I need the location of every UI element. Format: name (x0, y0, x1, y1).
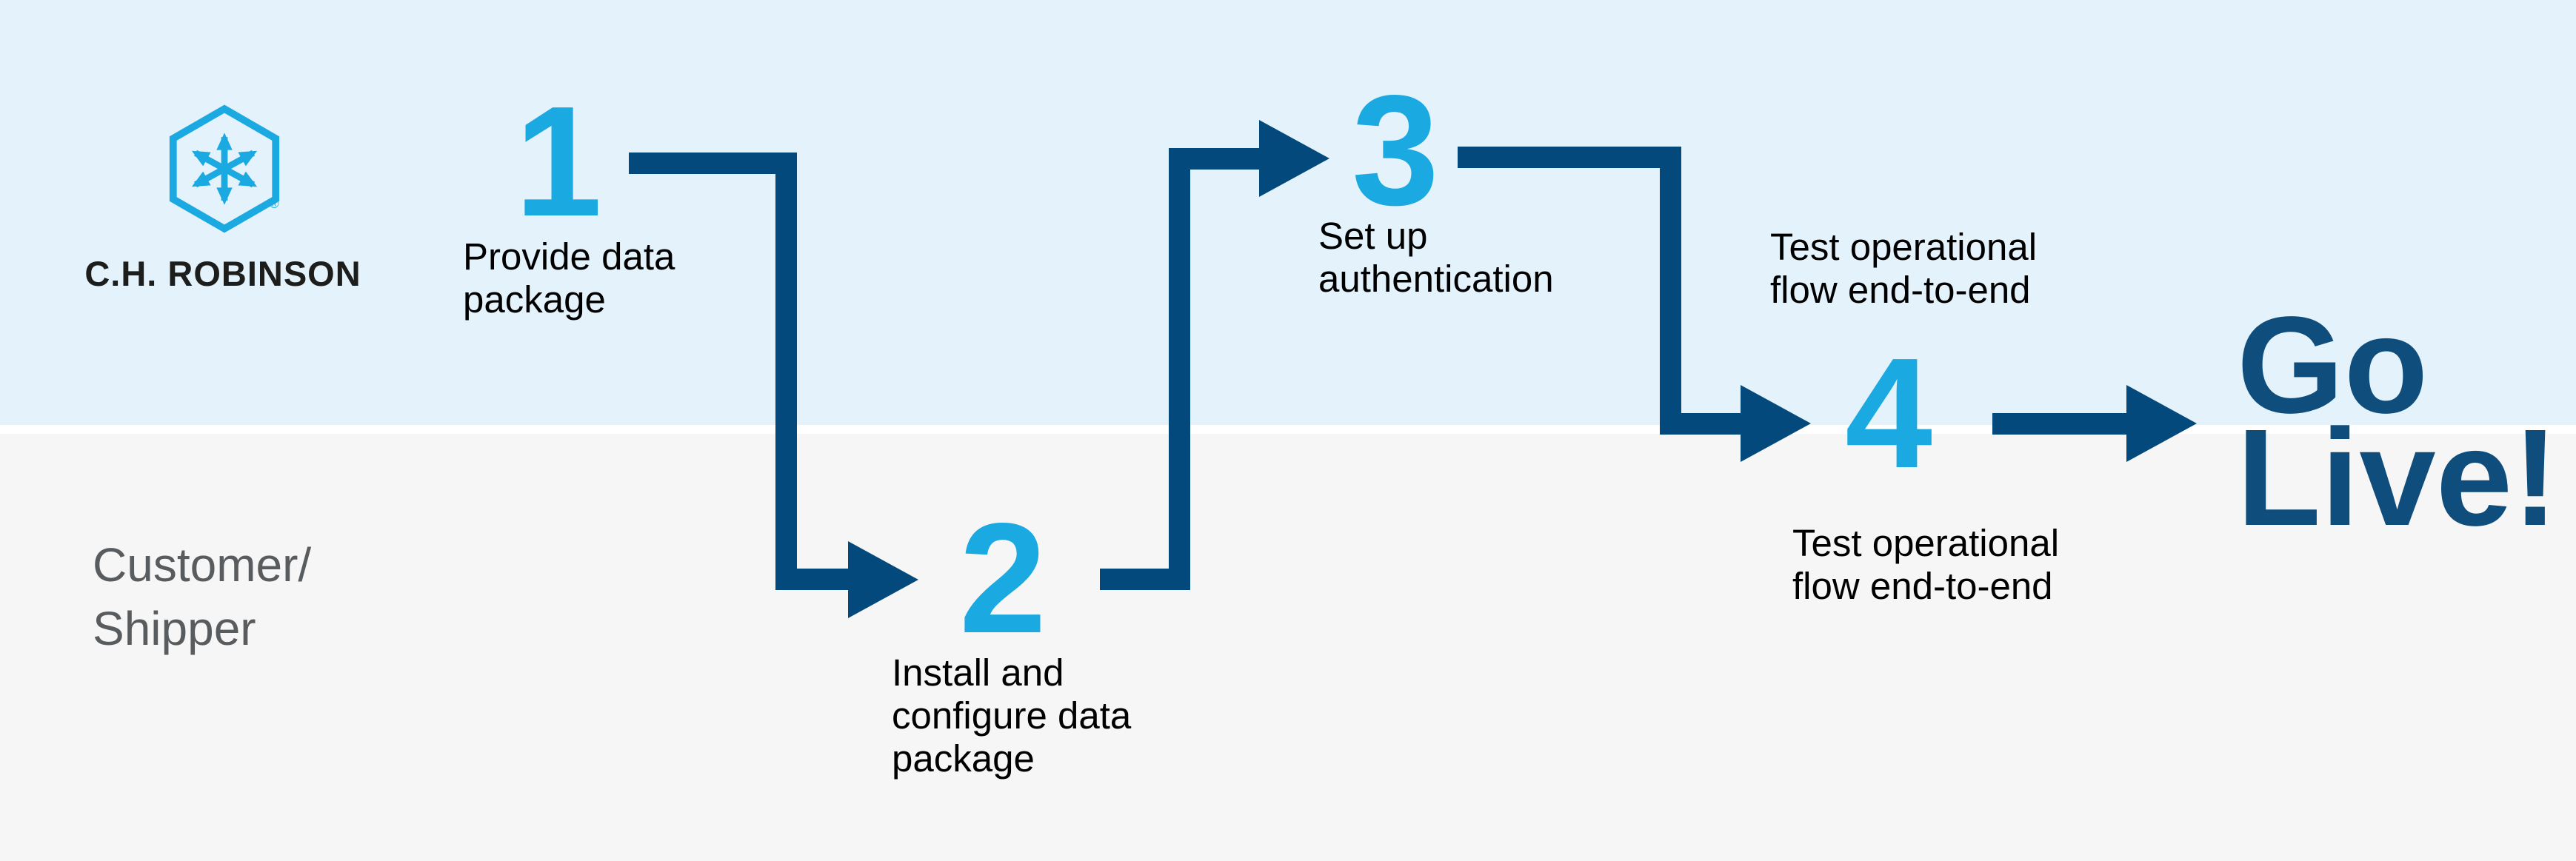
arrow-2-3-arrowhead-icon (1259, 120, 1329, 197)
chrobinson-wordmark: C.H. ROBINSON (84, 254, 361, 293)
arrow-1-2-vertical-segment (775, 153, 797, 590)
step-3-label-line1: Set up (1318, 215, 1428, 257)
arrow-2-3-vertical-segment (1169, 148, 1190, 590)
step-2-number: 2 (959, 490, 1047, 666)
arrow-2-3-top-segment (1169, 148, 1259, 170)
step-1-label-line1: Provide data (463, 235, 675, 278)
step-3-number: 3 (1352, 62, 1439, 238)
step-2-label-line2: configure data (892, 694, 1132, 737)
lane-label-line1: Customer/ (93, 538, 312, 592)
lane-label-line2: Shipper (93, 602, 256, 655)
step-4-number: 4 (1845, 325, 1932, 500)
chrobinson-logo-icon (169, 104, 280, 233)
arrow-1-2-bottom-segment (775, 569, 848, 590)
arrow-3-4-arrowhead-icon (1741, 385, 1811, 462)
step-4-label-below-line2: flow end-to-end (1792, 565, 2053, 607)
go-live-line1: Go (2237, 289, 2429, 442)
lane-label-customer-shipper: Customer/Shipper (93, 533, 311, 660)
arrow-4-golive-segment (1992, 413, 2126, 435)
registered-trademark-icon: ® (270, 197, 279, 211)
step-2-label-line3: package (892, 737, 1035, 780)
step-4-label-below-line1: Test operational (1792, 522, 2060, 564)
arrow-3-4-vertical-segment (1660, 147, 1681, 435)
step-4-label-above-line2: flow end-to-end (1770, 269, 2031, 311)
step-1-number: 1 (515, 73, 602, 249)
arrow-1-2-top-segment (629, 153, 797, 174)
arrow-3-4-bottom-segment (1660, 413, 1741, 435)
step-4-label-above-line1: Test operational (1770, 226, 2038, 268)
step-3-label-line2: authentication (1318, 258, 1554, 300)
arrow-3-4-top-segment (1458, 147, 1681, 168)
go-live-line2: Live! (2237, 401, 2559, 555)
step-1-label-line2: package (463, 278, 606, 321)
lane-chrobinson (0, 0, 2576, 425)
arrow-1-2-arrowhead-icon (848, 541, 918, 618)
arrow-4-golive-arrowhead-icon (2126, 385, 2197, 462)
lane-customer-shipper (0, 434, 2576, 861)
lane-divider (0, 425, 2576, 434)
step-2-label-line1: Install and (892, 651, 1064, 694)
